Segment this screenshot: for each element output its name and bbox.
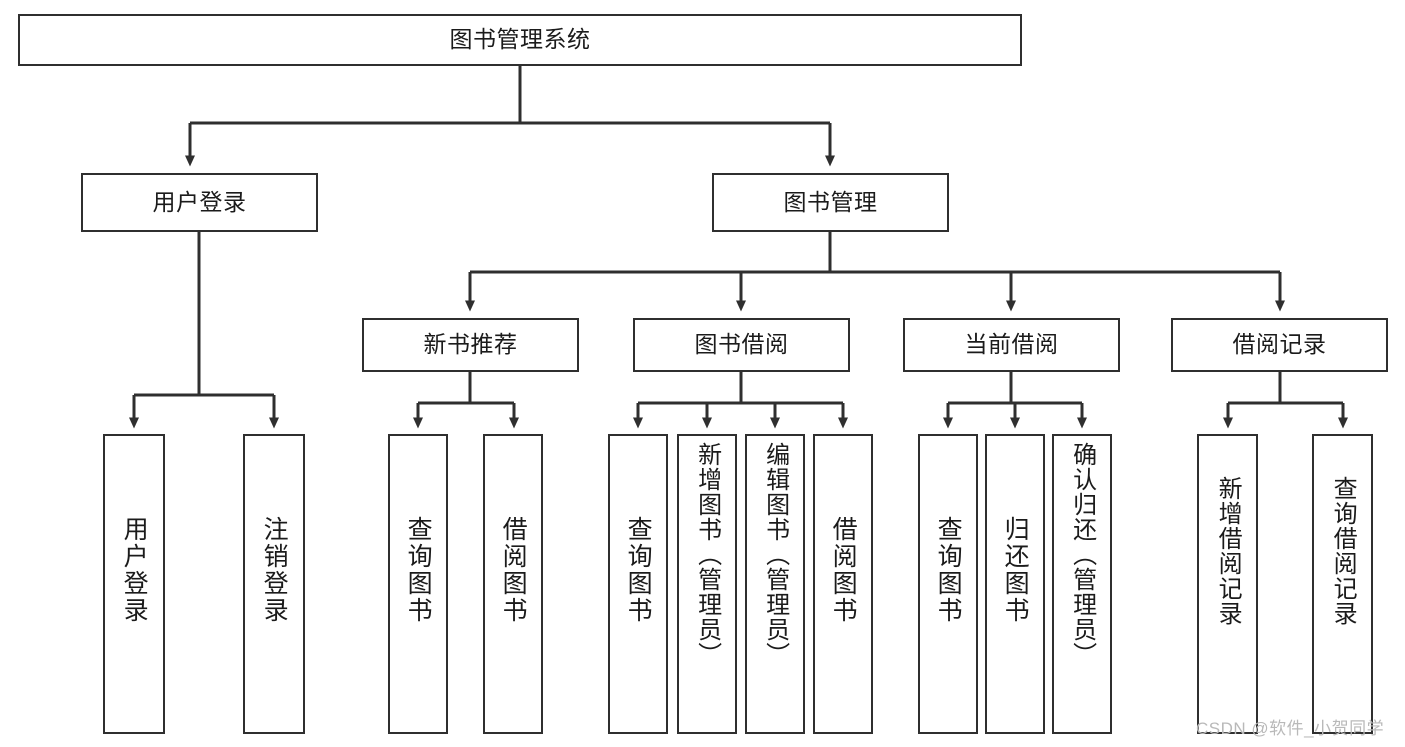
leaf-query-book-3-label: 查询图书: [934, 516, 963, 624]
leaf-query-book-2-label: 查询图书: [624, 516, 653, 624]
node-user-login[interactable]: 用户登录: [81, 173, 318, 232]
leaf-query-record[interactable]: 查询借阅记录: [1312, 434, 1373, 734]
leaf-borrow-book-1[interactable]: 借阅图书: [483, 434, 543, 734]
node-root-label: 图书管理系统: [449, 26, 591, 53]
leaf-query-book-1-label: 查询图书: [404, 516, 433, 624]
leaf-borrow-book-2-label: 借阅图书: [829, 516, 858, 624]
node-current-borrow-label: 当前借阅: [964, 331, 1059, 358]
leaf-add-book[interactable]: 新增图书（管理员）: [677, 434, 737, 734]
node-book-manage-label: 图书管理: [783, 188, 878, 215]
leaf-user-login[interactable]: 用户登录: [103, 434, 165, 734]
node-borrow-record[interactable]: 借阅记录: [1171, 318, 1388, 372]
leaf-logout[interactable]: 注销登录: [243, 434, 305, 734]
leaf-add-book-label: 新增图书（管理员）: [693, 442, 721, 667]
watermark-text: CSDN @软件_小贺同学: [1196, 719, 1385, 738]
node-user-login-label: 用户登录: [152, 188, 247, 215]
leaf-return-book[interactable]: 归还图书: [985, 434, 1045, 734]
leaf-query-record-label: 查询借阅记录: [1329, 476, 1357, 626]
leaf-query-book-2[interactable]: 查询图书: [608, 434, 668, 734]
leaf-logout-label: 注销登录: [260, 516, 289, 624]
leaf-query-book-1[interactable]: 查询图书: [388, 434, 448, 734]
node-new-book-recommend-label: 新书推荐: [423, 331, 518, 358]
leaf-add-record-label: 新增借阅记录: [1214, 476, 1242, 626]
node-book-borrow[interactable]: 图书借阅: [633, 318, 850, 372]
node-book-borrow-label: 图书借阅: [694, 331, 789, 358]
node-borrow-record-label: 借阅记录: [1232, 331, 1327, 358]
leaf-query-book-3[interactable]: 查询图书: [918, 434, 978, 734]
leaf-add-record[interactable]: 新增借阅记录: [1197, 434, 1258, 734]
leaf-user-login-label: 用户登录: [120, 516, 149, 624]
leaf-return-book-label: 归还图书: [1001, 516, 1030, 624]
leaf-edit-book-label: 编辑图书（管理员）: [761, 442, 789, 667]
leaf-confirm-return-label: 确认归还（管理员）: [1068, 442, 1096, 667]
node-current-borrow[interactable]: 当前借阅: [903, 318, 1120, 372]
leaf-edit-book[interactable]: 编辑图书（管理员）: [745, 434, 805, 734]
leaf-borrow-book-1-label: 借阅图书: [499, 516, 528, 624]
node-new-book-recommend[interactable]: 新书推荐: [362, 318, 579, 372]
leaf-borrow-book-2[interactable]: 借阅图书: [813, 434, 873, 734]
leaf-confirm-return[interactable]: 确认归还（管理员）: [1052, 434, 1112, 734]
node-book-manage[interactable]: 图书管理: [712, 173, 949, 232]
node-root[interactable]: 图书管理系统: [18, 14, 1022, 66]
